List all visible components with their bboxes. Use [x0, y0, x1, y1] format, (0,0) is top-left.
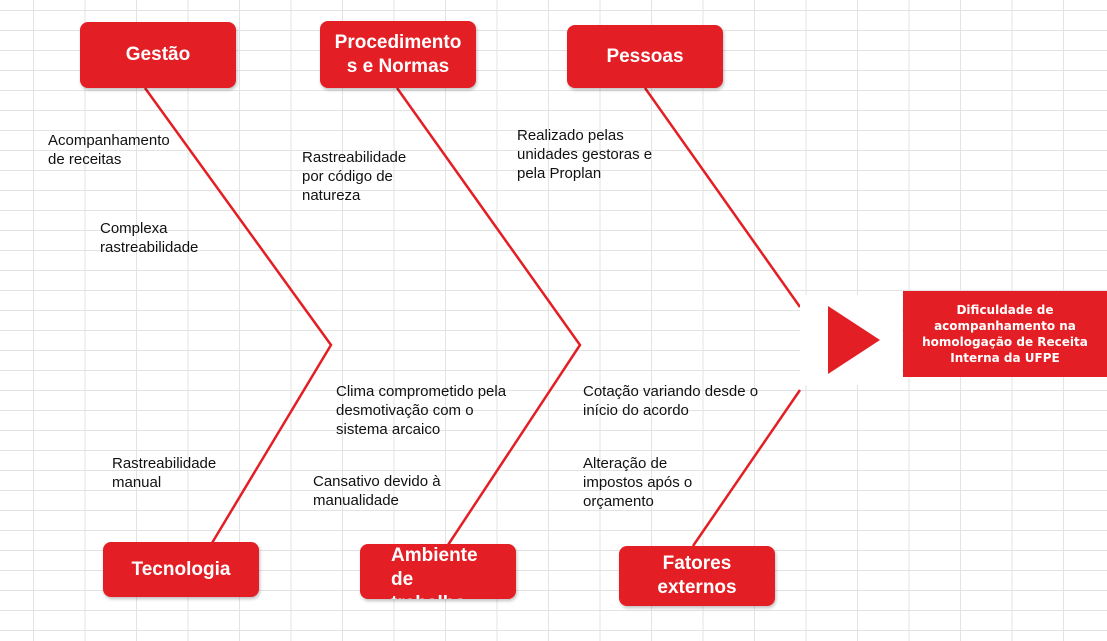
category-fatores-externos: Fatores externos: [619, 546, 775, 606]
effect-box: Dificuldade de acompanhamento na homolog…: [903, 291, 1107, 377]
cause-realizado-pelas-unidades: Realizado pelas unidades gestoras e pela…: [517, 127, 653, 182]
cause-complexa-rastreabilidade: Complexa rastreabilidade: [100, 220, 199, 256]
cause-rastreabilidade-natureza: Rastreabilidade por código de natureza: [302, 149, 407, 204]
category-procedimentos-e-normas: Procedimentos e Normas: [320, 21, 476, 88]
cause-rastreabilidade-manual: Rastreabilidade manual: [112, 455, 217, 491]
cause-acompanhamento-receitas: Acompanhamento de receitas: [48, 132, 170, 168]
cause-cansativo-manualidade: Cansativo devido à manualidade: [313, 473, 441, 509]
cause-cotacao-variando: Cotação variando desde o início do acord…: [583, 383, 759, 419]
bone-fatores-externos: [691, 389, 802, 547]
bone-gestao-tecnologia: [143, 87, 333, 544]
cause-alteracao-impostos: Alteração de impostos após o orçamento: [583, 455, 693, 510]
cause-clima-comprometido: Clima comprometido pela desmotivação com…: [336, 383, 507, 438]
category-gestao: Gestão: [80, 22, 236, 88]
bone-pessoas-fatores: [643, 87, 802, 308]
category-tecnologia: Tecnologia: [103, 542, 259, 597]
arrow-icon: [828, 306, 880, 374]
category-pessoas: Pessoas: [567, 25, 723, 88]
effect-label: Dificuldade de acompanhamento na homolog…: [922, 303, 1088, 365]
category-ambiente-de-trabalho: Ambiente de trabalho: [360, 544, 516, 599]
bone-procedimentos-ambiente: [395, 87, 582, 546]
